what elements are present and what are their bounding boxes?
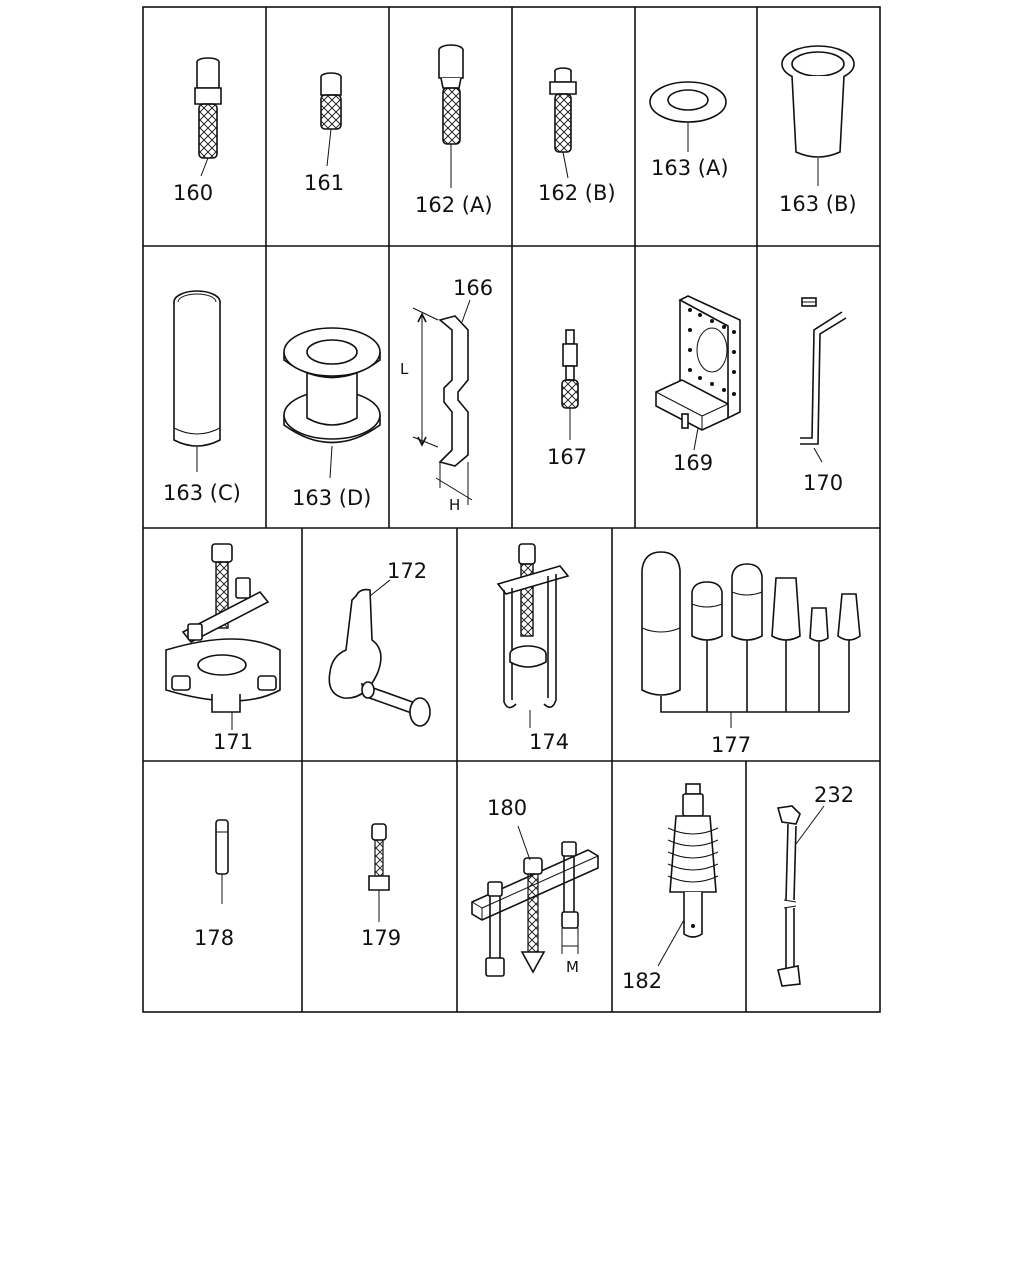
- part-167: 167: [547, 329, 587, 469]
- part-182: 182: [622, 783, 719, 993]
- label-163b: 163 (B): [779, 192, 857, 216]
- part-177: 177: [641, 551, 861, 757]
- part-166: L H 166: [400, 276, 493, 514]
- part-162b: 162 (B): [538, 67, 616, 205]
- part-178: 178: [194, 819, 234, 950]
- label-182: 182: [622, 969, 662, 993]
- part-170: 170: [800, 297, 847, 495]
- label-178: 178: [194, 926, 234, 950]
- label-169: 169: [673, 451, 713, 475]
- part-180: M 180: [471, 796, 599, 977]
- label-161: 161: [304, 171, 344, 195]
- dimension-height: H: [449, 496, 460, 514]
- part-171: 171: [165, 543, 281, 754]
- label-163d: 163 (D): [292, 486, 371, 510]
- part-174: 174: [496, 543, 570, 754]
- dimension-width: M: [566, 958, 579, 976]
- label-163c: 163 (C): [163, 481, 241, 505]
- part-163a: 163 (A): [649, 81, 729, 180]
- label-171: 171: [213, 730, 253, 754]
- label-179: 179: [361, 926, 401, 950]
- label-166: 166: [453, 276, 493, 300]
- label-167: 167: [547, 445, 587, 469]
- part-161: 161: [304, 72, 344, 195]
- label-162b: 162 (B): [538, 181, 616, 205]
- label-170: 170: [803, 471, 843, 495]
- label-180: 180: [487, 796, 527, 820]
- label-232: 232: [814, 783, 854, 807]
- label-163a: 163 (A): [651, 156, 729, 180]
- label-177: 177: [711, 733, 751, 757]
- part-179: 179: [361, 823, 401, 950]
- part-160: 160: [173, 57, 222, 205]
- label-160: 160: [173, 181, 213, 205]
- label-172: 172: [387, 559, 427, 583]
- dimension-length: L: [400, 360, 409, 378]
- label-174: 174: [529, 730, 569, 754]
- part-163b: 163 (B): [779, 45, 857, 216]
- part-163c: 163 (C): [163, 290, 241, 505]
- label-162a: 162 (A): [415, 193, 493, 217]
- grid-frame: [142, 6, 881, 1013]
- part-232: 232: [776, 783, 854, 987]
- part-163d: 163 (D): [283, 327, 381, 510]
- part-169: 169: [655, 295, 741, 475]
- part-172: 172: [328, 559, 431, 727]
- part-162a: 162 (A): [415, 44, 493, 217]
